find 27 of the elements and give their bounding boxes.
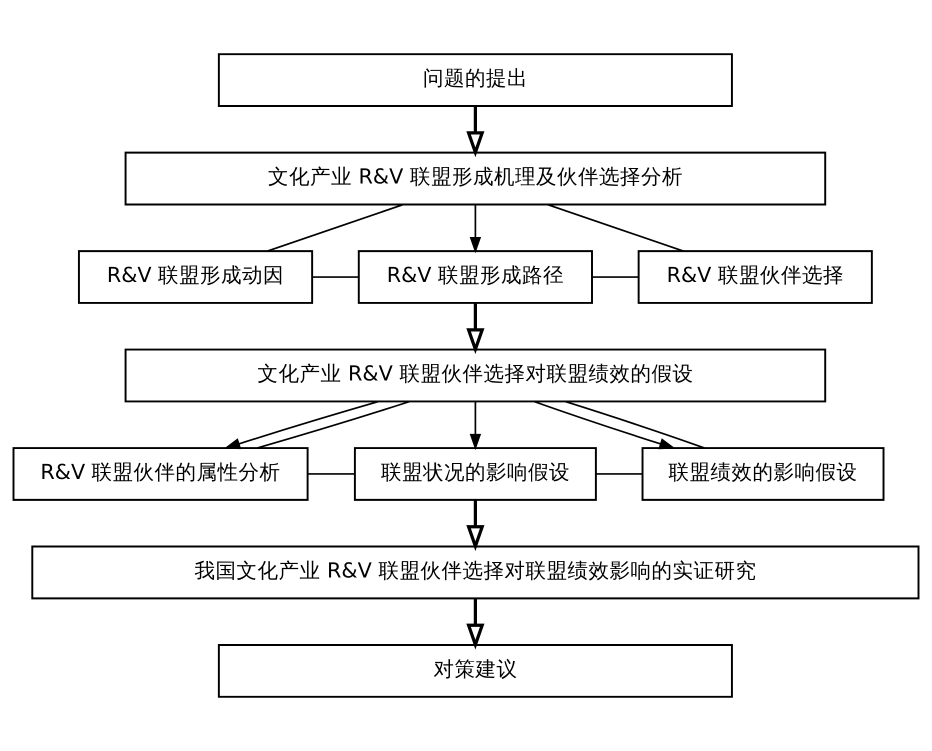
node-box: R&V 联盟伙伴选择: [638, 250, 873, 304]
arrow: [466, 500, 484, 552]
node-box: 联盟绩效的影响假设: [642, 447, 884, 501]
arrow: [466, 598, 484, 650]
node-box: 我国文化产业 R&V 联盟伙伴选择对联盟绩效影响的实证研究: [31, 546, 920, 600]
node-box: R&V 联盟形成动因: [78, 250, 314, 304]
arrow: [534, 400, 676, 450]
arrow: [470, 204, 482, 254]
arrow: [466, 303, 484, 354]
connector: [308, 473, 355, 475]
node-box: 问题的提出: [218, 53, 733, 107]
arrow: [466, 106, 484, 158]
node-box: R&V 联盟伙伴的属性分析: [12, 447, 309, 501]
node-box: R&V 联盟形成路径: [358, 250, 593, 304]
connector: [596, 473, 642, 475]
node-box: 文化产业 R&V 联盟形成机理及伙伴选择分析: [124, 152, 826, 206]
node-box: 对策建议: [218, 644, 733, 698]
connector: [257, 400, 410, 449]
arrow: [470, 402, 482, 450]
connector: [564, 400, 705, 449]
arrow: [224, 400, 380, 450]
connector: [268, 204, 404, 252]
connector: [592, 276, 638, 278]
node-box: 联盟状况的影响假设: [354, 447, 597, 501]
connector: [312, 276, 358, 278]
connector: [547, 204, 684, 252]
node-box: 文化产业 R&V 联盟伙伴选择对联盟绩效的假设: [124, 348, 826, 402]
